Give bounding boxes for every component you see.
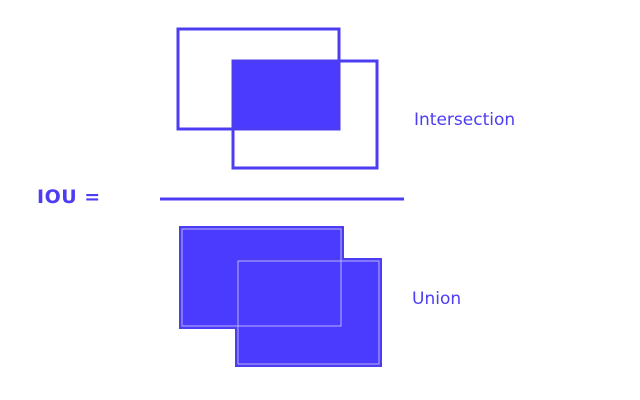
union-box-b (235, 258, 382, 367)
box-a-outline (176, 27, 341, 131)
union-figure (179, 226, 382, 367)
union-box-b-inner-edge (237, 260, 380, 365)
iou-equation-label: IOU = (37, 186, 101, 208)
union-box-a-inner-edge (181, 228, 342, 327)
intersection-fill (233, 61, 339, 129)
intersection-label: Intersection (414, 110, 516, 130)
intersection-figure (176, 27, 379, 170)
box-b-outline (231, 59, 379, 170)
union-label: Union (412, 289, 462, 309)
